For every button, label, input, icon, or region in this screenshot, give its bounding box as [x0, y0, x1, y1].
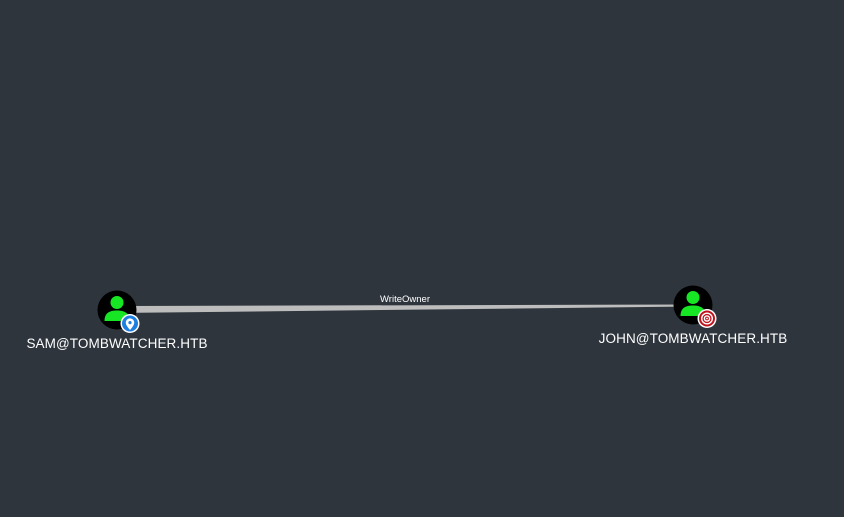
node-label-sam[interactable]: SAM@TOMBWATCHER.HTB	[26, 336, 208, 351]
node-john[interactable]	[673, 285, 717, 329]
location-pin-icon	[120, 314, 140, 333]
node-label-john[interactable]: JOHN@TOMBWATCHER.HTB	[598, 331, 788, 346]
edge-label-writeowner[interactable]: WriteOwner	[380, 294, 430, 305]
node-sam[interactable]	[97, 290, 140, 334]
target-icon	[697, 309, 717, 328]
edge-writeowner[interactable]	[117, 304, 693, 314]
